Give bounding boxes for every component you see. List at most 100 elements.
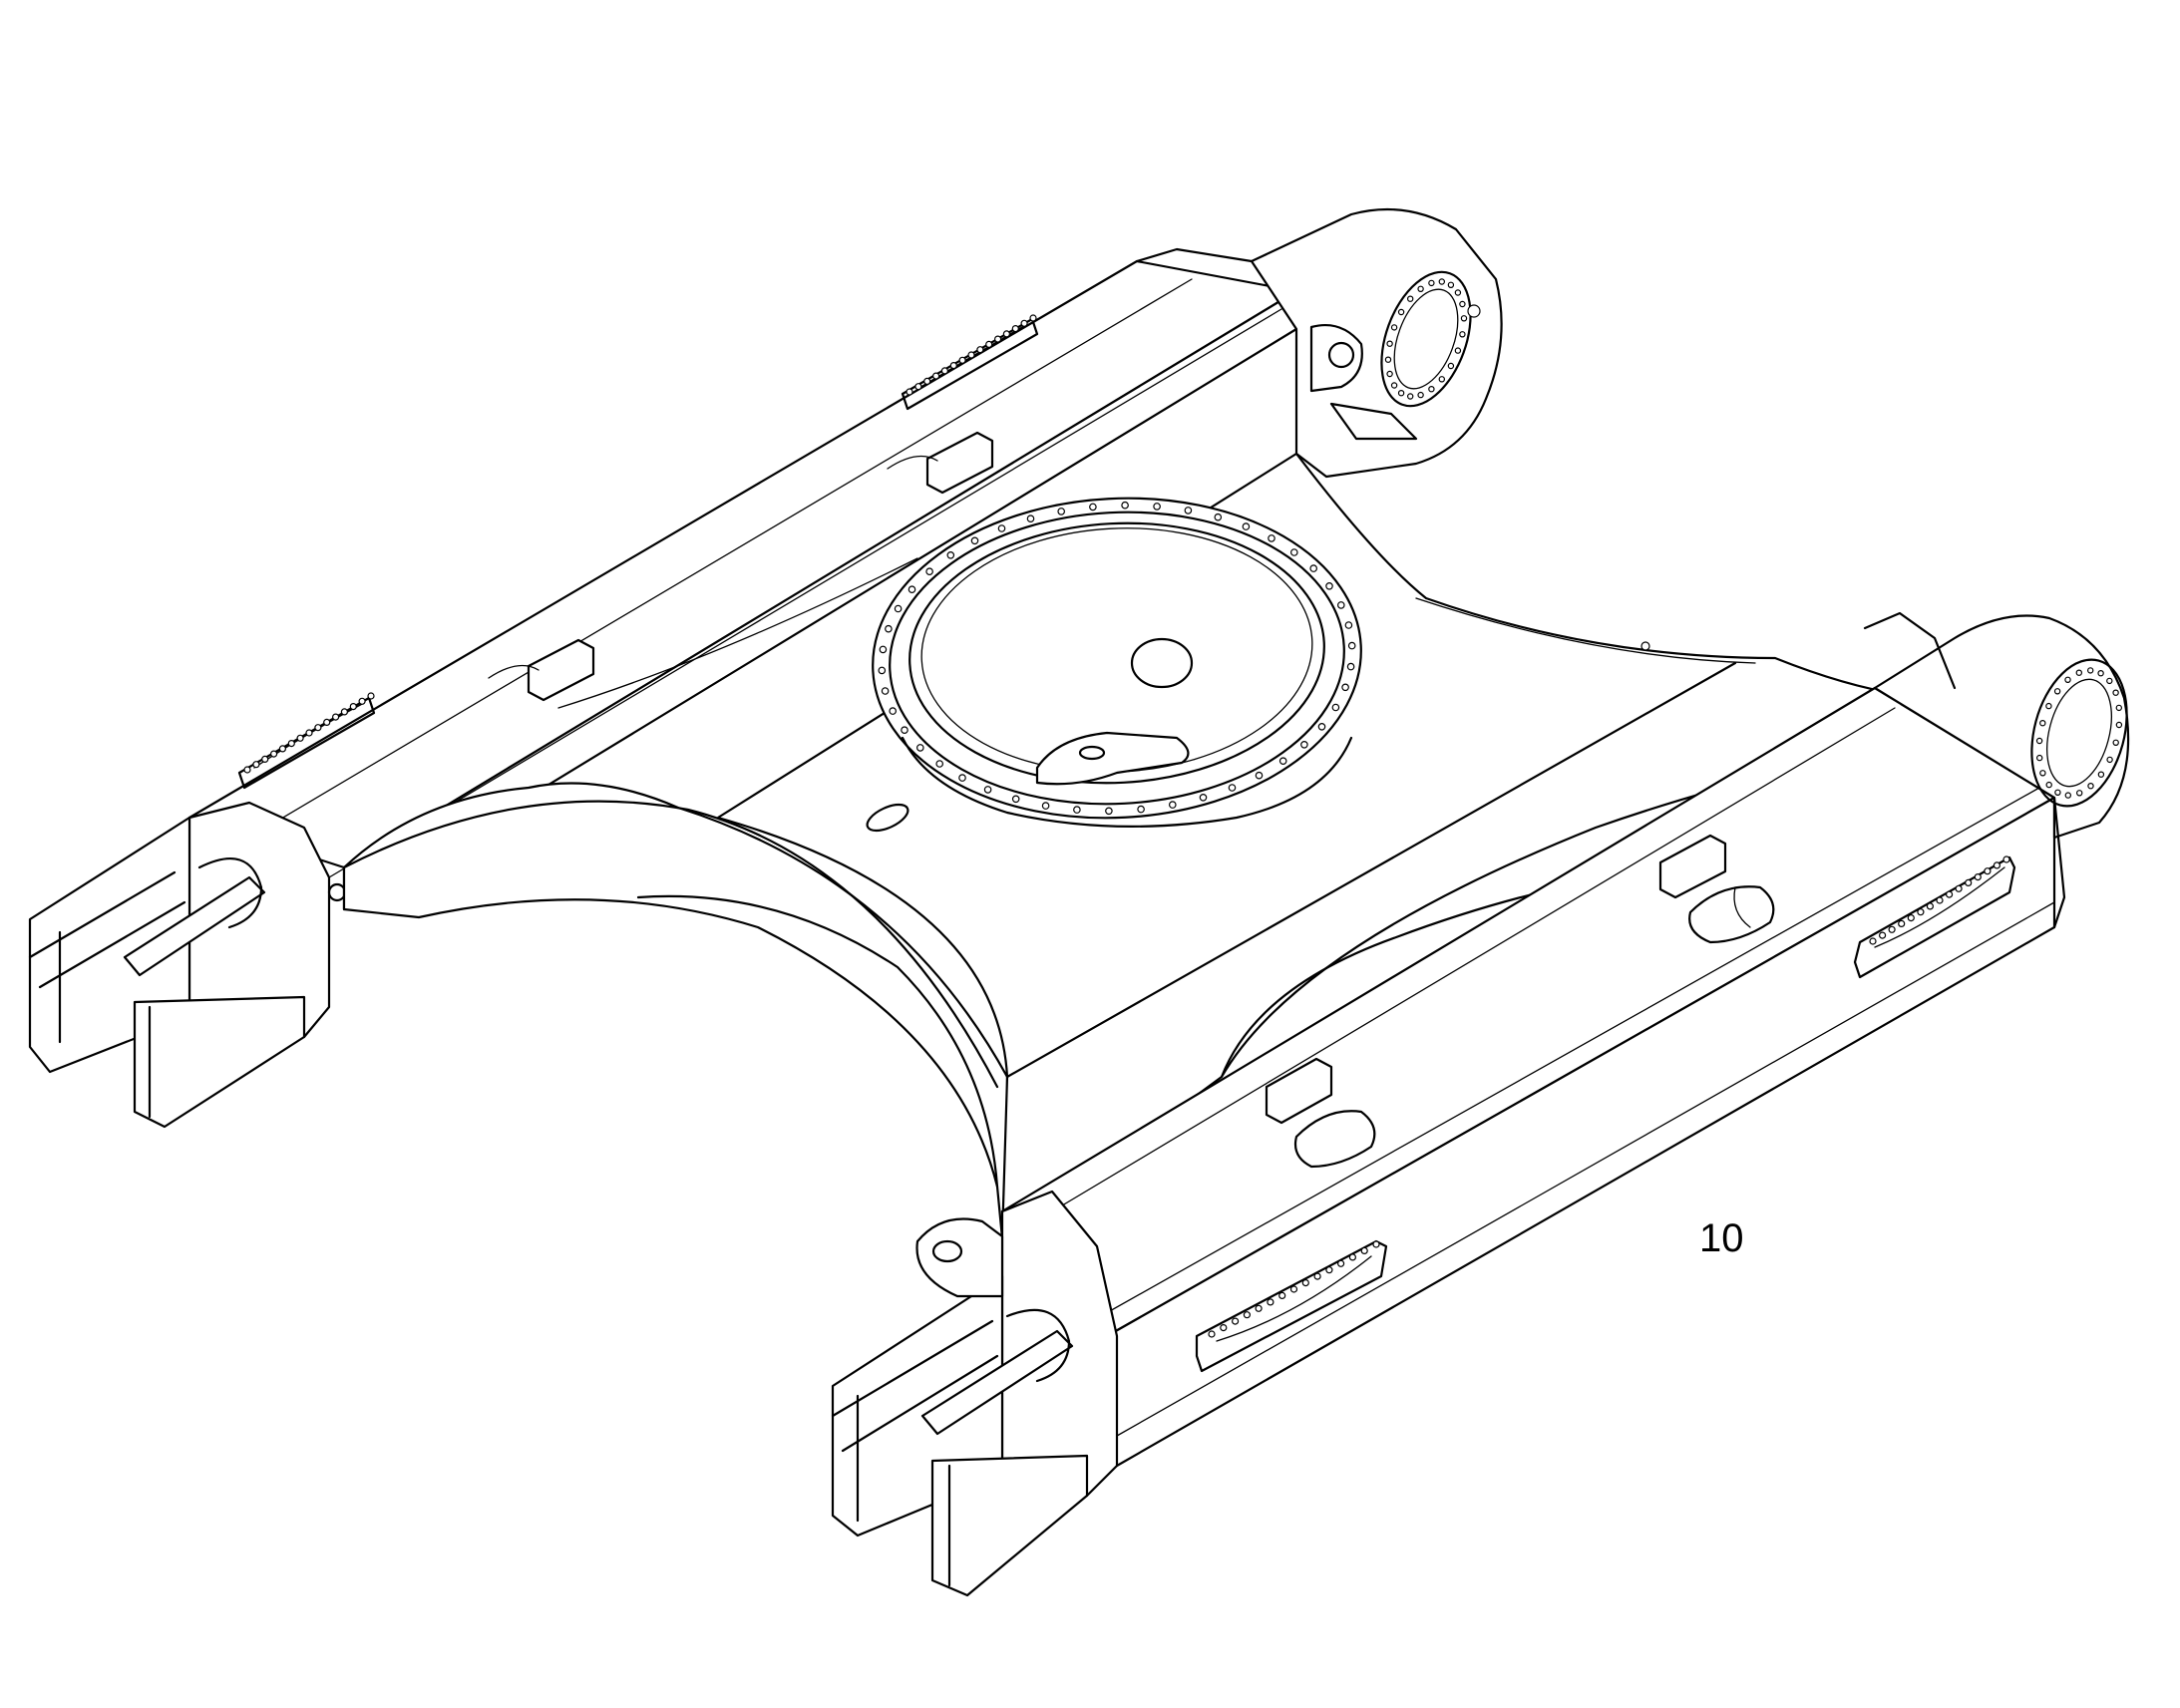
tumbler-bolt-hole (2039, 720, 2046, 727)
ring-bolt-hole (1105, 807, 1113, 816)
guard-plate-tooth (931, 372, 940, 380)
guard-plate-tooth (1325, 1266, 1333, 1274)
guard-plate-tooth (1243, 1311, 1252, 1319)
ring-bolt-hole (946, 550, 955, 559)
ring-bolt-hole (1337, 601, 1345, 609)
guard-plate-tooth (1869, 937, 1877, 945)
guard-plate-tooth (923, 377, 931, 385)
ring-bolt-hole (1346, 662, 1355, 671)
tumbler-bolt-hole (1406, 393, 1414, 400)
guard-plate-tooth (906, 388, 913, 396)
guard-plate-tooth (1888, 925, 1896, 933)
tumbler-bolt-hole (2086, 667, 2094, 674)
ring-bolt-hole (1347, 641, 1356, 650)
ring-bolt-hole (881, 687, 890, 695)
tumbler-bolt-hole (1438, 376, 1446, 383)
guard-plate-tooth (967, 351, 975, 359)
ring-bolt-hole (1169, 801, 1177, 809)
swing-bearing-ring (872, 497, 1362, 828)
tumbler-bolt-hole (1454, 347, 1462, 354)
tumbler-bolt-hole (2064, 676, 2071, 684)
guard-plate-tooth (1965, 878, 1973, 887)
tumbler-bolt-hole (1438, 278, 1446, 285)
guard-plate-tooth (1926, 902, 1935, 910)
ring-bolt-hole (901, 726, 908, 735)
guard-plate-tooth (1993, 861, 2001, 869)
guard-plate-tooth (1278, 1291, 1286, 1300)
guard-plate-tooth (1360, 1246, 1368, 1255)
tumbler-bolt-hole (2035, 754, 2043, 762)
ring-bolt-hole (1041, 802, 1050, 810)
ring-bolt-hole (1309, 564, 1318, 572)
guard-plate-tooth (314, 724, 322, 732)
guard-plate-tooth (985, 340, 993, 348)
ring-bolt-hole (1290, 548, 1298, 556)
ring-bolt-hole (1073, 806, 1081, 814)
guard-plate-tooth (332, 713, 340, 721)
guard-plate-tooth (1348, 1253, 1357, 1261)
ring-bolt-hole (970, 536, 979, 545)
guard-plate-tooth (2002, 855, 2010, 863)
tumbler-bolt-hole (1397, 308, 1405, 316)
guard-plate-tooth (1878, 931, 1887, 939)
tumbler-bolt-hole (2045, 781, 2052, 789)
guard-plate-tooth (1002, 330, 1011, 338)
guard-plate-tooth (305, 729, 313, 737)
guard-plate-tooth (1231, 1317, 1240, 1325)
guard-plate-tooth (296, 734, 304, 742)
guard-plate-tooth (1267, 1298, 1274, 1306)
tumbler-bolt-hole (1386, 340, 1393, 347)
ring-bolt-hole (1344, 621, 1353, 629)
ring-bolt-hole (935, 760, 944, 768)
guard-plate-tooth (1917, 908, 1925, 916)
guard-plate-tooth (367, 692, 375, 700)
ring-bolt-hole (925, 567, 933, 576)
tumbler-bolt-hole (2106, 677, 2113, 685)
ring-bolt-hole (1089, 503, 1097, 512)
guard-plate-tooth (1907, 913, 1915, 922)
ring-bolt-hole (1331, 703, 1340, 712)
guard-plate-tooth (278, 745, 286, 753)
ring-bolt-hole (1137, 805, 1145, 814)
guard-plate-tooth (940, 367, 949, 375)
ring-bolt-hole (1242, 522, 1251, 530)
guard-plate-tooth (323, 718, 331, 727)
guard-plate-tooth (1301, 1278, 1309, 1287)
ring-bolt-hole (997, 524, 1006, 532)
guard-plate-tooth (993, 335, 1002, 343)
tumbler-bolt-hole (2064, 792, 2071, 799)
ring-bolt-hole (889, 707, 898, 715)
ring-bolt-hole (878, 666, 887, 675)
guard-plate-tooth (1220, 1323, 1228, 1332)
tumbler-bolt-hole (2097, 670, 2104, 677)
tumbler-bolt-hole (2097, 771, 2105, 778)
guard-plate-tooth (1011, 325, 1019, 333)
guard-plate-tooth (1020, 319, 1028, 327)
ring-bolt-hole (885, 624, 893, 633)
tumbler-bolt-hole (2053, 688, 2061, 695)
guard-plate-tooth (958, 356, 966, 364)
guard-plate-tooth (1945, 890, 1954, 898)
guard-plate-tooth (1936, 896, 1944, 904)
guard-plate-tooth (287, 739, 295, 748)
tumbler-bolt-hole (1390, 382, 1398, 389)
tumbler-bolt-hole (1447, 281, 1455, 288)
tumbler-bolt-hole (1447, 362, 1455, 370)
tumbler-bolt-hole (2045, 702, 2052, 710)
tumbler-bolt-hole (2087, 783, 2094, 790)
ring-bolt-hole (1228, 784, 1237, 792)
ring-bolt-hole (1325, 581, 1333, 590)
guard-plate-tooth (340, 708, 348, 716)
ring-bolt-hole (1278, 757, 1287, 766)
tumbler-bolt-hole (2075, 669, 2082, 676)
guard-plate-tooth (270, 750, 278, 758)
tumbler-bolt-hole (2054, 789, 2061, 797)
tumbler-bolt-hole (2112, 739, 2119, 747)
lower-track-frame (831, 611, 2130, 1597)
ring-bolt-hole (1057, 508, 1066, 515)
tumbler-bolt-hole (1386, 370, 1393, 378)
ring-bolt-hole (1255, 771, 1264, 780)
tumbler-bolt-hole (2075, 790, 2083, 797)
ring-bolt-hole (1153, 503, 1161, 511)
guard-plate-tooth (914, 383, 922, 391)
